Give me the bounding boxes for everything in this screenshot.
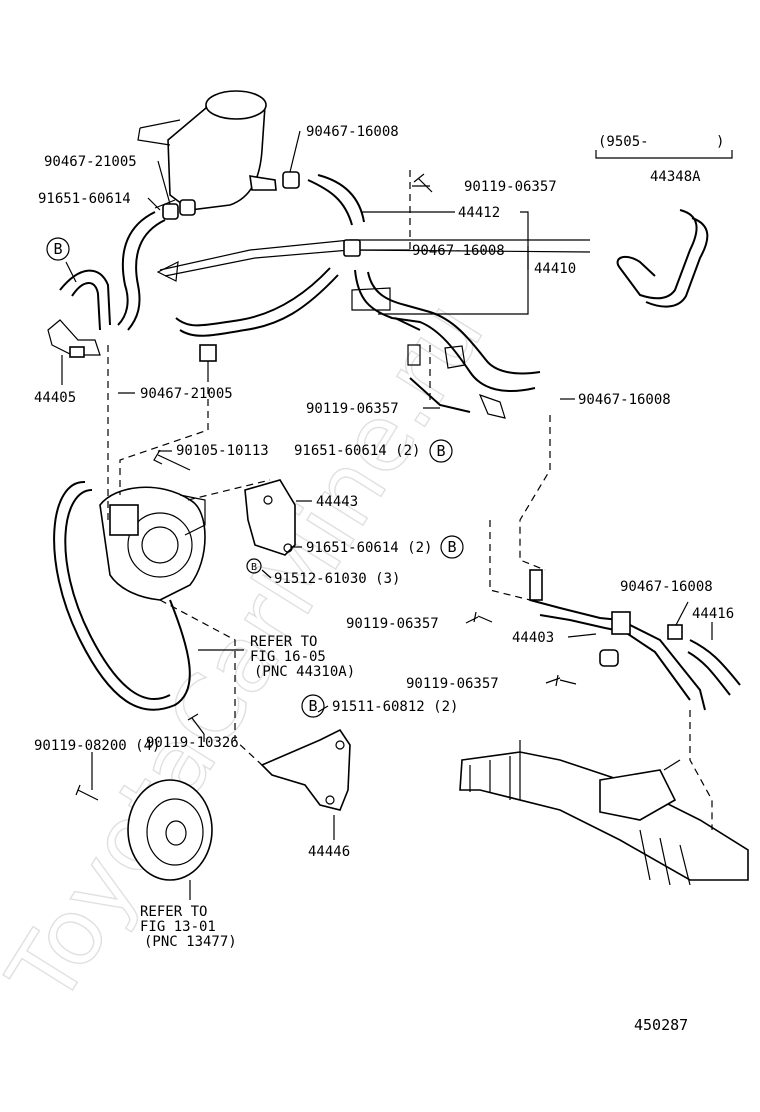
hose-44348A xyxy=(595,150,733,308)
bracket-44443 xyxy=(244,479,296,556)
refer-to-line-1: REFER TO xyxy=(250,634,317,650)
hose-44412 xyxy=(307,174,365,226)
label-90119-06357-mid: 90119-06357 xyxy=(306,401,399,417)
marker-b-5: B xyxy=(301,694,325,718)
drawing-number: 450287 xyxy=(634,1016,688,1034)
refer-to-line-2: FIG 16-05 xyxy=(250,649,326,665)
long-pressure-line xyxy=(156,239,591,375)
hose-clamp-90467-21005-top xyxy=(162,199,196,220)
steering-rack xyxy=(459,740,749,886)
svg-text:B: B xyxy=(436,442,445,460)
bolt-90119-08200 xyxy=(75,784,99,801)
refer-to-line-3: (PNC 44310A) xyxy=(254,664,355,680)
svg-text:B: B xyxy=(447,538,456,556)
refer-to-2-line-1: REFER TO xyxy=(140,904,207,920)
label-90467-16008-low: 90467-16008 xyxy=(620,579,713,595)
marker-b-4: B xyxy=(246,558,262,574)
label-91511-60812: 91511-60812 (2) xyxy=(332,699,458,715)
svg-text:B: B xyxy=(251,562,257,573)
label-44446: 44446 xyxy=(308,844,350,860)
label-90105-10113: 90105-10113 xyxy=(176,443,269,459)
pressure-tube-44410 xyxy=(351,269,541,419)
label-91651-60614-2a: 91651-60614 (2) xyxy=(294,443,420,459)
bolt-90105-10113 xyxy=(153,449,191,471)
drive-belt xyxy=(53,480,191,711)
return-hose-44416 xyxy=(667,624,741,696)
marker-b-3: B xyxy=(440,535,464,559)
hose-assembly-44405 xyxy=(47,269,111,358)
label-44410: 44410 xyxy=(534,261,576,277)
label-90119-10326: 90119-10326 xyxy=(146,735,239,751)
label-91651-60614-2b: 91651-60614 (2) xyxy=(306,540,432,556)
label-44443: 44443 xyxy=(316,494,358,510)
crankshaft-pulley xyxy=(127,779,213,881)
label-90467-16008-mid: 90467-16008 xyxy=(412,243,505,259)
leader-lines xyxy=(61,130,713,900)
label-90467-21005-mid: 90467-21005 xyxy=(140,386,233,402)
marker-b-1: B xyxy=(46,237,70,261)
label-44416: 44416 xyxy=(692,606,734,622)
label-44405: 44405 xyxy=(34,390,76,406)
label-91651-60614-top: 91651-60614 xyxy=(38,191,131,207)
refer-to-2-line-3: (PNC 13477) xyxy=(144,934,237,950)
power-steering-pump xyxy=(99,486,206,601)
label-90467-21005-top: 90467-21005 xyxy=(44,154,137,170)
refer-to-2-line-2: FIG 13-01 xyxy=(140,919,216,935)
marker-b-2: B xyxy=(429,439,453,463)
label-90119-08200: 90119-08200 (4) xyxy=(34,738,160,754)
bolt-90119-06357-top xyxy=(413,173,433,193)
hose-clamp-90467-16008-mid xyxy=(343,239,361,257)
label-44403: 44403 xyxy=(512,630,554,646)
bolt-90119-06357-low2 xyxy=(555,674,577,687)
label-90467-16008-right: 90467-16008 xyxy=(578,392,671,408)
return-hose-left xyxy=(117,211,166,331)
reservoir-tank xyxy=(137,90,277,211)
label-9505: (9505- ) xyxy=(598,134,724,150)
bolt-90119-06357-low xyxy=(473,611,493,623)
label-90119-06357-top: 90119-06357 xyxy=(464,179,557,195)
bolt-90119-10326 xyxy=(187,713,205,735)
svg-text:B: B xyxy=(53,240,62,258)
label-44412: 44412 xyxy=(458,205,500,221)
label-90119-06357-low: 90119-06357 xyxy=(346,616,439,632)
label-90467-16008-top: 90467-16008 xyxy=(306,124,399,140)
label-44348A: 44348A xyxy=(650,169,701,185)
dashed-alignment-lines xyxy=(107,170,713,830)
bracket-44446 xyxy=(260,728,351,811)
pressure-pipe-44403 xyxy=(529,569,706,711)
label-91512-61030: 91512-61030 (3) xyxy=(274,571,400,587)
label-90119-06357-low2: 90119-06357 xyxy=(406,676,499,692)
svg-text:B: B xyxy=(308,697,317,715)
hose-clamp-90467-16008-top xyxy=(282,171,300,189)
